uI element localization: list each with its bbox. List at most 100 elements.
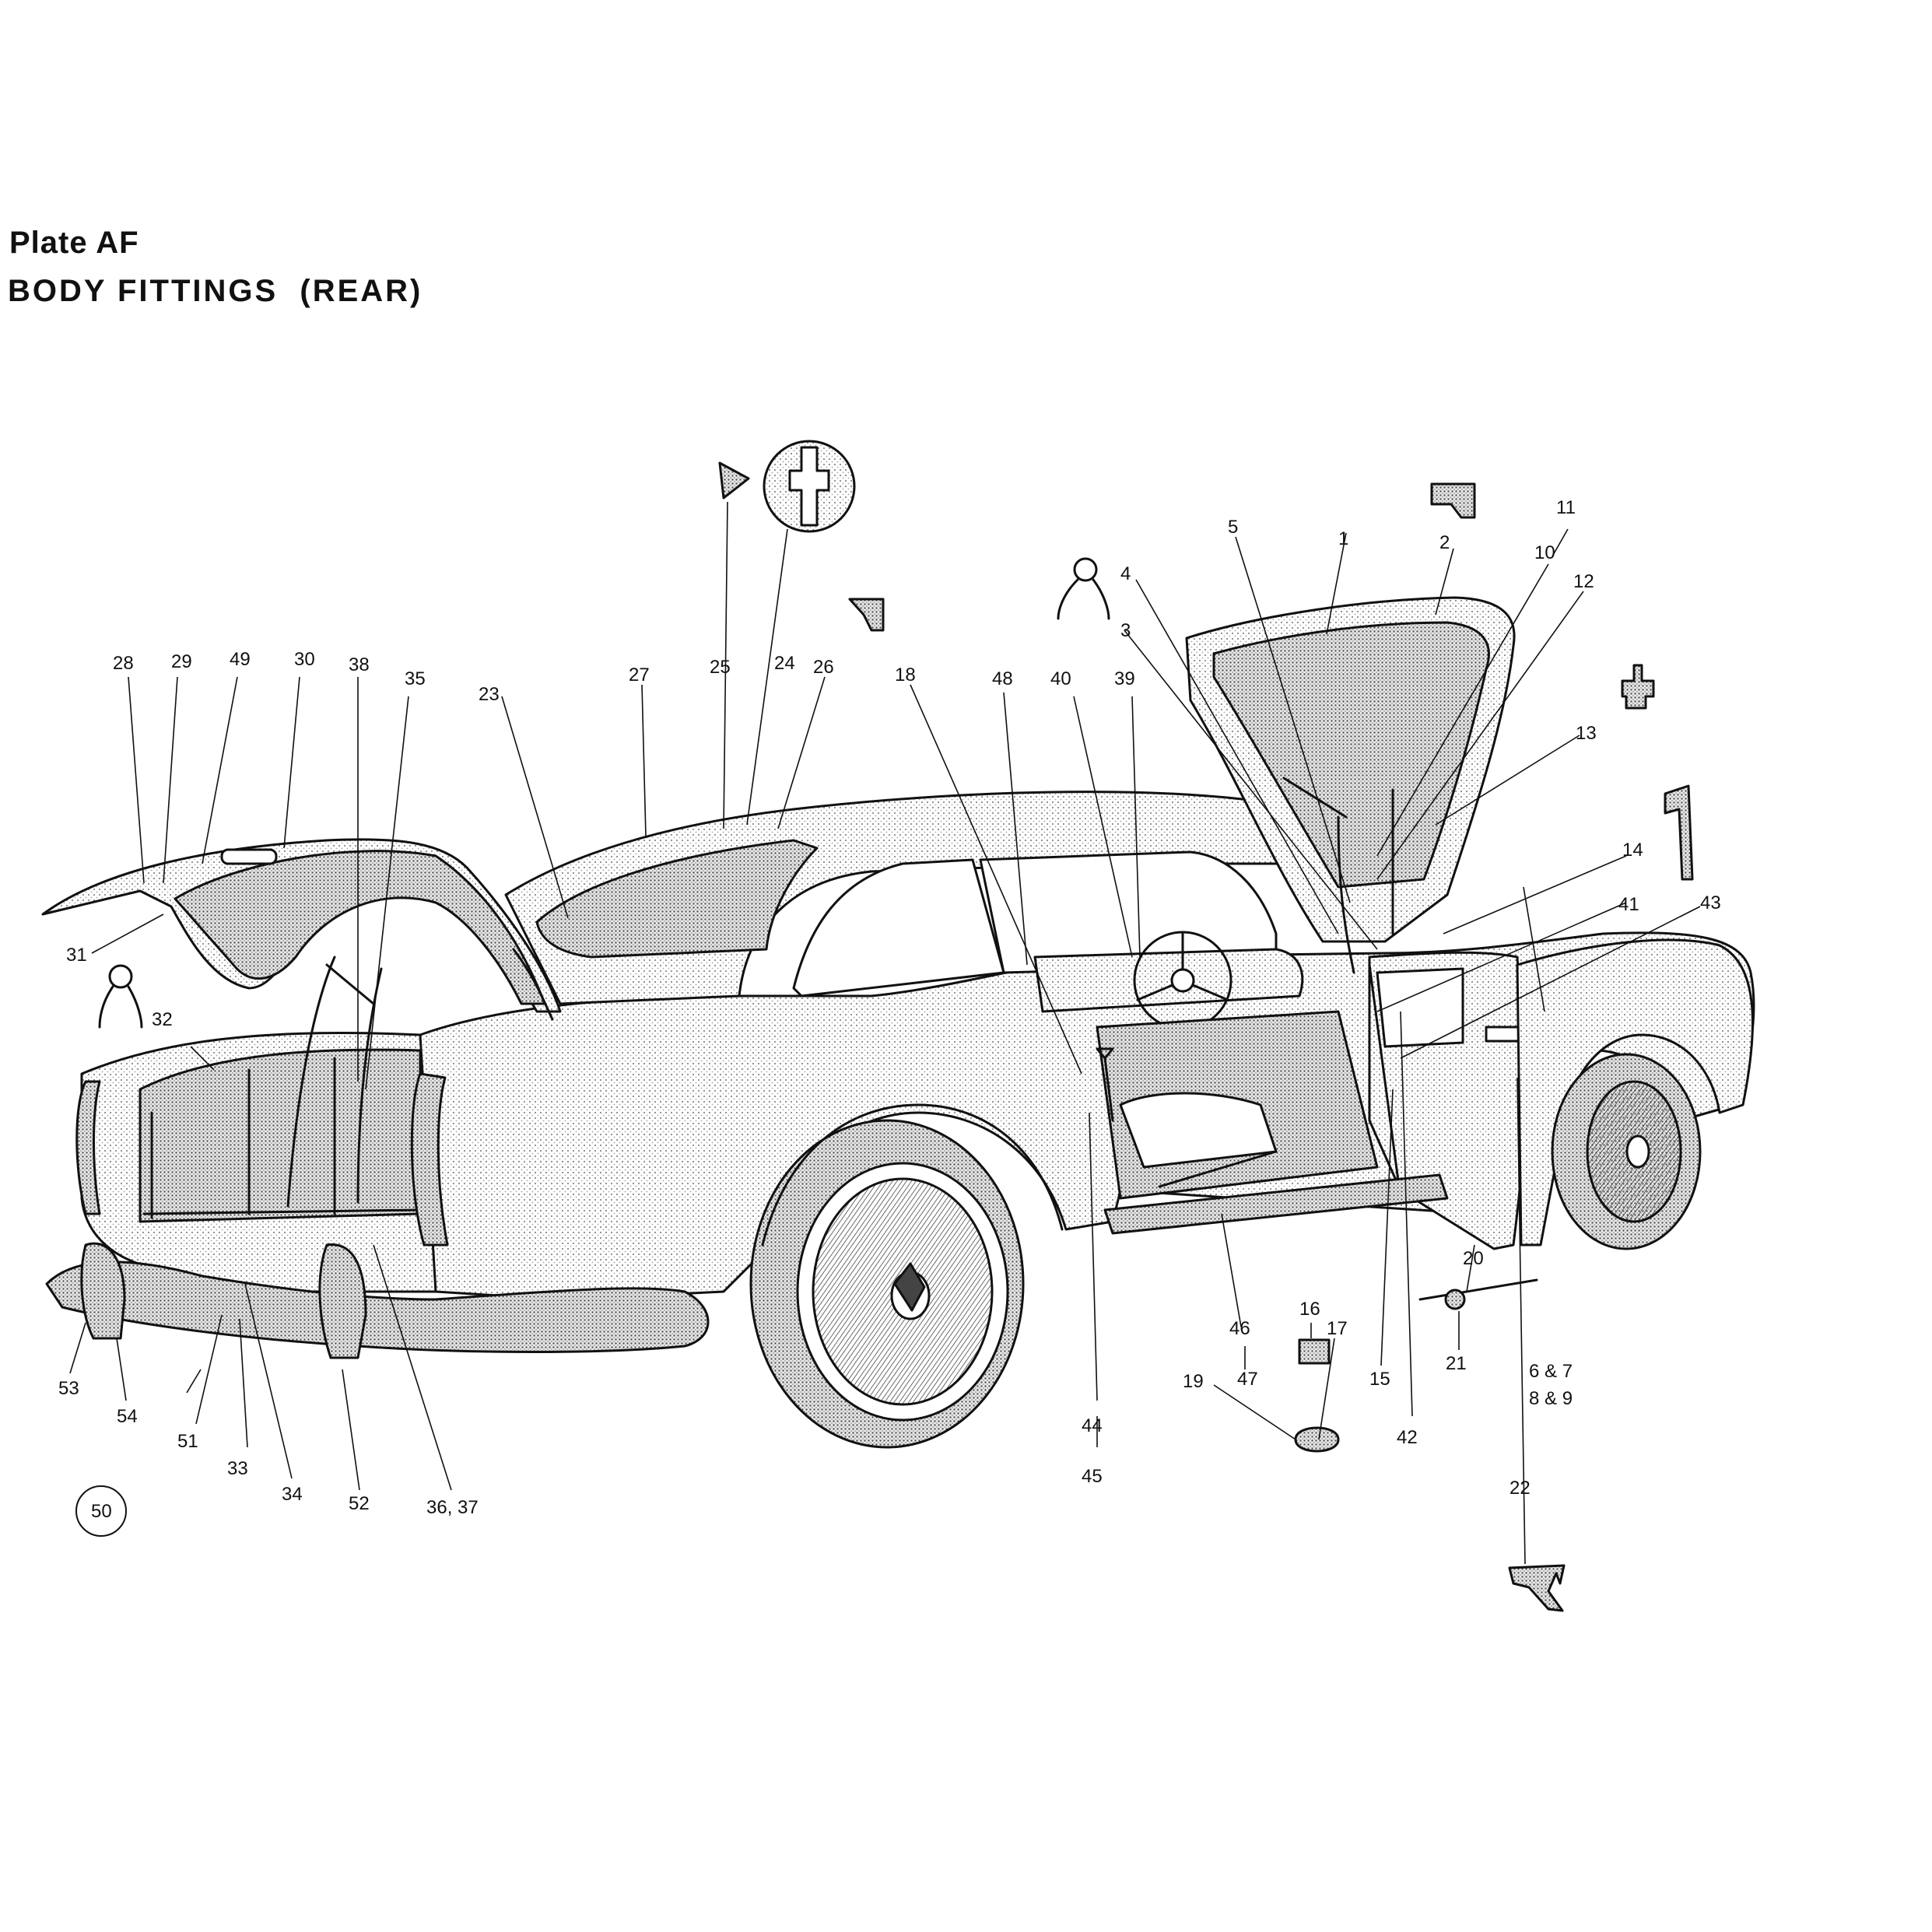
trunk-rear-panel: [150, 1057, 336, 1219]
left-taillight: [75, 1080, 101, 1215]
rear-bumper: [45, 1261, 710, 1353]
callout-3: 3: [1120, 620, 1131, 641]
callout-8-and-9: 8 & 9: [1529, 1388, 1573, 1409]
callout-26: 26: [813, 657, 834, 678]
steering-hub: [1170, 968, 1195, 993]
callout-1: 1: [1338, 528, 1348, 549]
rear-window-glass: [535, 839, 819, 959]
callout-47: 47: [1237, 1369, 1258, 1390]
part-24-seal-section-icon: [763, 440, 856, 533]
callout-49: 49: [230, 649, 251, 670]
door-inner-panel: [1376, 967, 1464, 1048]
rear-wheel: [749, 1119, 1025, 1449]
leader-lines: [69, 501, 1701, 1565]
boot-stay-left: [286, 955, 336, 1208]
door-handle: [1485, 1026, 1523, 1043]
callout-35: 35: [405, 668, 426, 689]
boot-badge: [220, 848, 278, 865]
plate-title: Plate AF: [9, 226, 139, 260]
callout-53: 53: [58, 1378, 79, 1399]
callout-41: 41: [1618, 894, 1639, 915]
hand-brake: [1158, 1150, 1278, 1188]
trunk-interior: [139, 1048, 422, 1223]
callout-50-circle: [75, 1485, 127, 1537]
part-19-seal-roll-icon: [1294, 1426, 1340, 1453]
right-taillight: [410, 1072, 449, 1247]
side-window: [792, 858, 1005, 998]
part-21-wing-fastener-icon: [1418, 1278, 1538, 1310]
plate-subtitle: BODY FITTINGS (REAR): [8, 274, 423, 308]
dashboard: [1033, 948, 1304, 1013]
callout-10: 10: [1534, 542, 1555, 563]
callout-29: 29: [171, 651, 192, 672]
callout-15: 15: [1369, 1369, 1390, 1390]
callout-18: 18: [895, 664, 916, 685]
part-16-pad-icon: [1298, 1338, 1331, 1365]
part-32-spring-clip-icon: [98, 964, 143, 1029]
door-window: [979, 850, 1278, 974]
callout-2: 2: [1439, 532, 1450, 553]
part-14-weatherstrip-icon: [1664, 784, 1694, 881]
rear-wheel-arch: [761, 1103, 1064, 1247]
callout-22: 22: [1509, 1478, 1531, 1499]
callout-51: 51: [177, 1431, 198, 1452]
callout-54: 54: [117, 1406, 138, 1427]
part-2-pad-icon: [1430, 482, 1476, 519]
callout-43: 43: [1700, 892, 1721, 913]
callout-39: 39: [1114, 668, 1135, 689]
callout-40: 40: [1050, 668, 1071, 689]
callout-4: 4: [1120, 563, 1131, 584]
callout-30: 30: [294, 649, 315, 670]
bumper-overrider-left: [80, 1242, 126, 1340]
callout-20: 20: [1463, 1248, 1484, 1269]
part-13-rubber-buffer-icon: [1621, 664, 1655, 710]
front-wheel: [1551, 1053, 1702, 1250]
callout-24: 24: [774, 653, 795, 674]
callout-46: 46: [1229, 1318, 1250, 1339]
callout-21: 21: [1446, 1353, 1467, 1374]
callout-27: 27: [629, 664, 650, 685]
callout-34: 34: [282, 1484, 303, 1505]
detail-parts: [98, 440, 1694, 1612]
door-hinge-trim: [1368, 963, 1402, 1200]
callout-52: 52: [349, 1493, 370, 1514]
callout-31: 31: [66, 945, 87, 966]
callout-19: 19: [1183, 1371, 1204, 1392]
callout-45: 45: [1082, 1466, 1103, 1487]
bonnet-seal-a: [1282, 777, 1394, 935]
part-22-trim-piece-icon: [1508, 1564, 1566, 1612]
callout-23: 23: [479, 684, 500, 705]
callout-11: 11: [1556, 497, 1576, 518]
part-25-grommet-icon: [718, 461, 750, 500]
callout-17: 17: [1327, 1318, 1348, 1339]
trunk-floor-line: [142, 1208, 422, 1215]
callout-50: 50: [91, 1501, 112, 1522]
part-18-clip-icon: [848, 598, 885, 632]
callout-14: 14: [1622, 840, 1643, 861]
gear-lever: [1096, 1047, 1114, 1122]
callout-5: 5: [1228, 517, 1238, 538]
callout-32: 32: [152, 1009, 173, 1030]
callout-38: 38: [349, 654, 370, 675]
bumper-overrider-right: [318, 1243, 367, 1359]
front-wing: [1516, 938, 1754, 1247]
callout-16: 16: [1299, 1299, 1320, 1320]
car-illustration: [41, 596, 1755, 1449]
callout-33: 33: [227, 1458, 248, 1479]
steering-spokes: [1136, 931, 1229, 1001]
callout-48: 48: [992, 668, 1013, 689]
boot-lid-inner: [174, 850, 546, 1005]
callout-12: 12: [1573, 571, 1594, 592]
seat: [1119, 1092, 1278, 1169]
callout-42: 42: [1397, 1427, 1418, 1448]
boot-strap: [325, 948, 554, 1021]
callout-44: 44: [1082, 1415, 1103, 1436]
callout-25: 25: [710, 657, 731, 678]
sill: [1103, 1173, 1449, 1235]
callout-36-37: 36, 37: [426, 1497, 479, 1518]
callout-28: 28: [113, 653, 134, 674]
part-3-spring-clip-icon: [1057, 557, 1110, 620]
callout-6-and-7: 6 & 7: [1529, 1361, 1573, 1382]
callout-13: 13: [1576, 723, 1597, 744]
